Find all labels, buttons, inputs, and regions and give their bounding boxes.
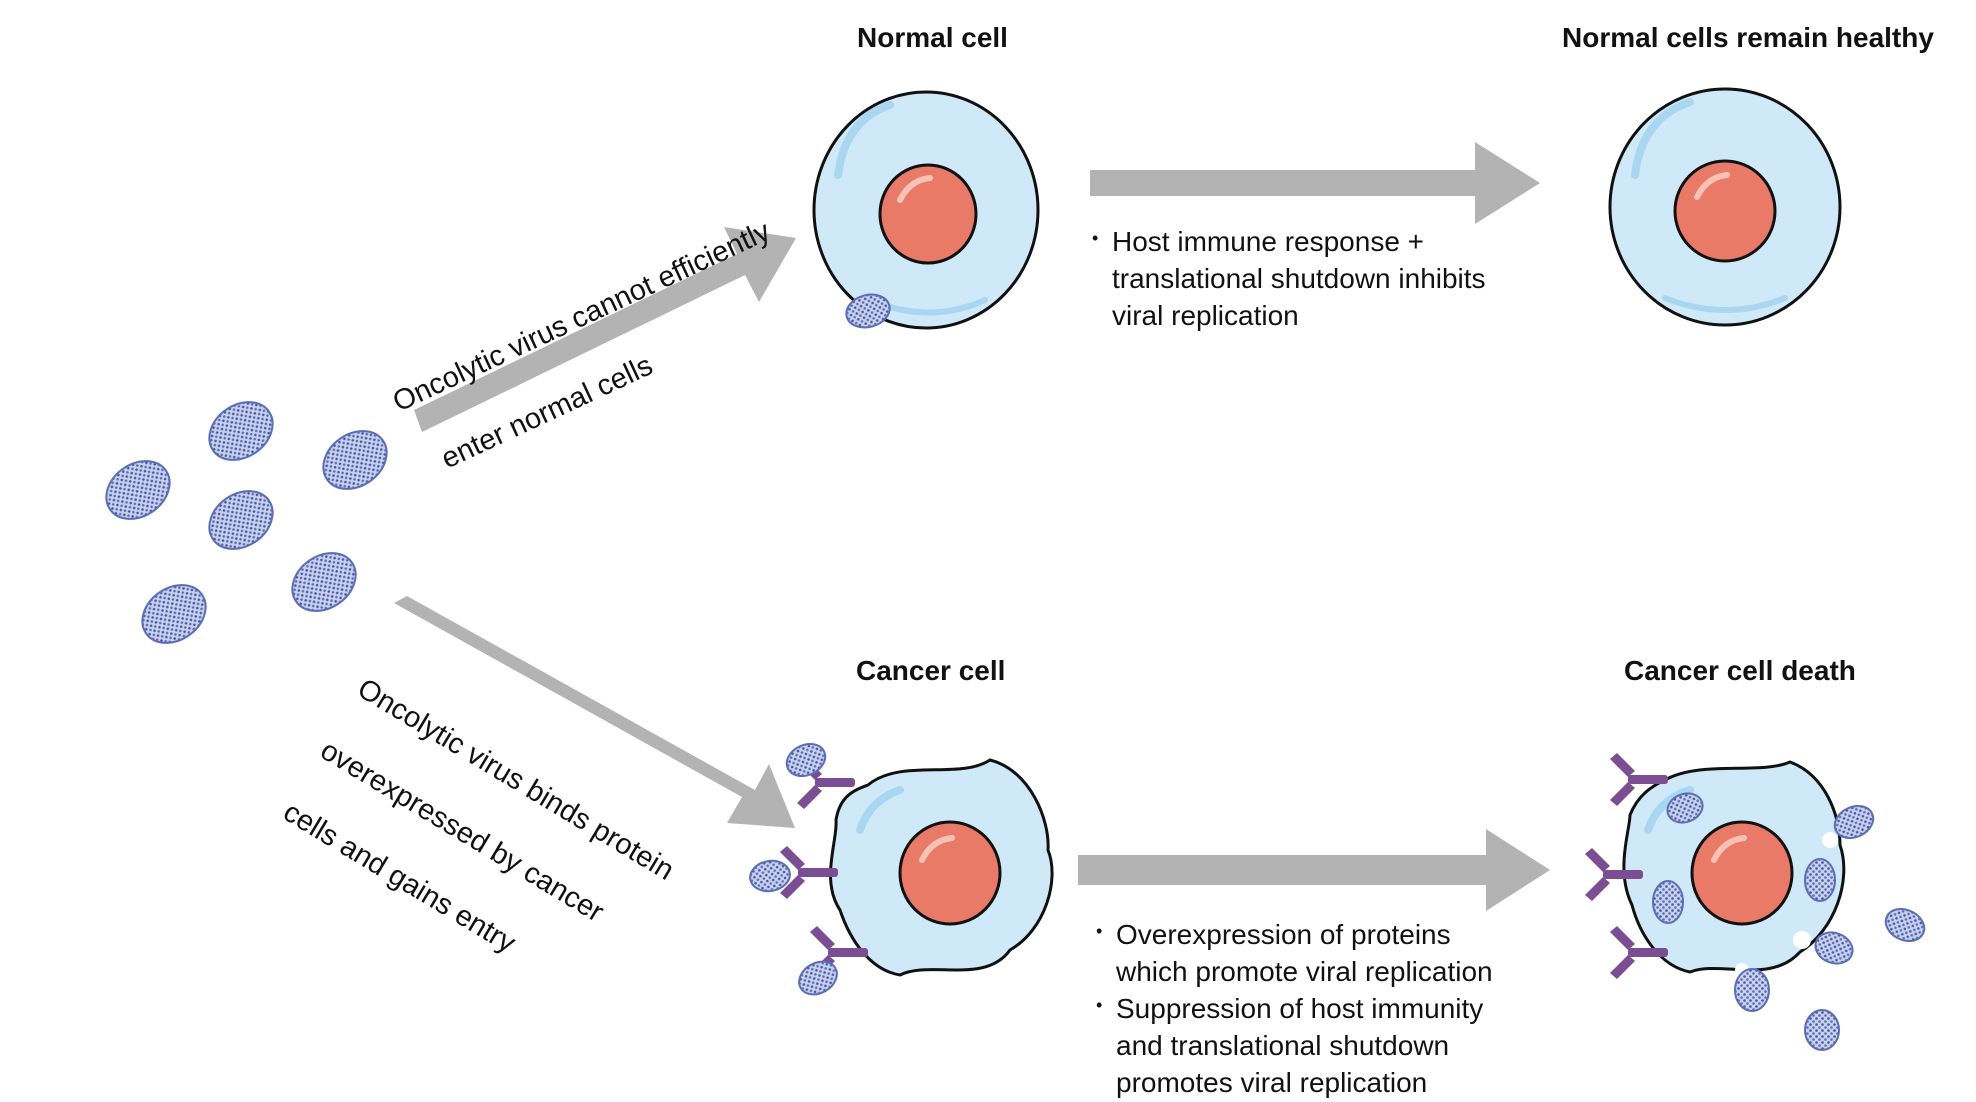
- cancer-cell-title: Cancer cell: [856, 655, 1006, 686]
- virus-particle: [141, 584, 207, 644]
- bullet-icon: •: [1096, 995, 1103, 1015]
- nucleus: [1673, 159, 1777, 263]
- arrow-normal-outcome: [1090, 142, 1540, 224]
- receptor-protein: [1610, 926, 1668, 979]
- virus-particle: [1884, 907, 1926, 943]
- bullet-item: • Suppression of host immunity and trans…: [1096, 990, 1493, 1101]
- virus-particle: [291, 552, 357, 612]
- virus-particle: [208, 401, 274, 461]
- normal-cell-illustration: [812, 90, 1040, 330]
- receptor-protein: [1610, 753, 1668, 806]
- bullet-text: Overexpression of proteins which promote…: [1116, 919, 1493, 987]
- arrow-to-normal-cell: [414, 227, 796, 432]
- bullet-item: • Overexpression of proteins which promo…: [1096, 916, 1493, 990]
- virus-particle: [322, 430, 388, 490]
- arrow-to-cancer-cell: [394, 596, 795, 828]
- virus-cluster: [105, 401, 388, 644]
- virus-particle: [1804, 858, 1836, 902]
- virus-particle: [1814, 931, 1854, 965]
- receptor-protein: [780, 846, 838, 899]
- arrow-cancer-outcome: [1078, 829, 1550, 911]
- virus-particle: [105, 460, 171, 520]
- virus-particle: [749, 859, 791, 893]
- virus-particle: [845, 293, 891, 329]
- virus-particle: [1666, 792, 1704, 824]
- dying-cancer-cell-illustration: [1585, 753, 1926, 1051]
- cancer-cell-illustration: [749, 742, 1054, 996]
- cancer-outcome-bullets: • Overexpression of proteins which promo…: [1096, 916, 1493, 1101]
- normal-healthy-title: Normal cells remain healthy: [1562, 22, 1934, 53]
- normal-outcome-bullets: • Host immune response + translational s…: [1092, 223, 1486, 334]
- bullet-item: • Host immune response + translational s…: [1092, 223, 1486, 334]
- normal-cell-title: Normal cell: [857, 22, 1008, 53]
- bullet-icon: •: [1092, 228, 1099, 248]
- virus-particle: [785, 742, 827, 778]
- healthy-cell-illustration: [1608, 87, 1842, 327]
- bullet-icon: •: [1096, 921, 1103, 941]
- receptor-protein: [1585, 848, 1643, 901]
- virus-particle: [798, 960, 838, 996]
- bullet-text: Suppression of host immunity and transla…: [1116, 993, 1484, 1098]
- virus-particle: [208, 490, 274, 550]
- virus-particle: [1652, 880, 1684, 924]
- nucleus: [898, 820, 1002, 926]
- cancer-death-title: Cancer cell death: [1624, 655, 1856, 686]
- virus-particle: [1804, 1009, 1840, 1051]
- virus-particle: [1734, 968, 1770, 1012]
- nucleus: [1690, 820, 1794, 926]
- virus-particle: [1833, 804, 1875, 840]
- bullet-text: Host immune response + translational shu…: [1112, 226, 1486, 331]
